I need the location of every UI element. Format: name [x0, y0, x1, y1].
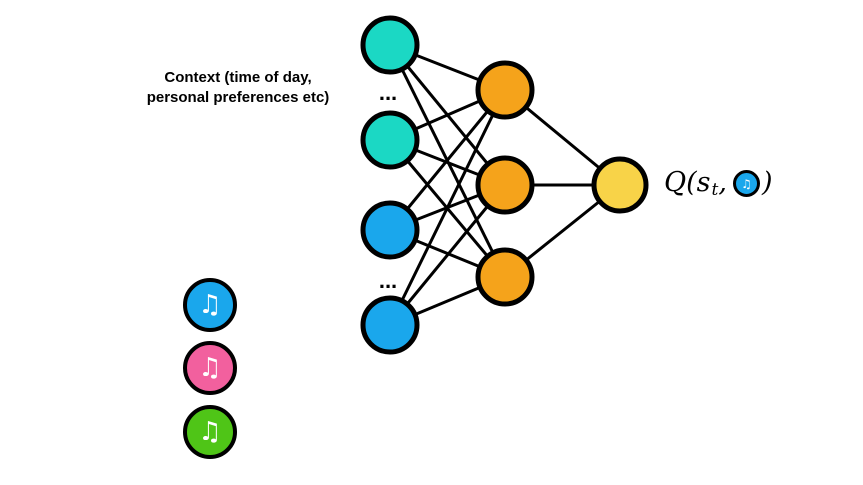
nodes-layer: [360, 15, 649, 355]
hidden-node-1: [475, 60, 535, 120]
music-note-glyph: ♫: [198, 290, 222, 320]
input-ellipsis-bottom: ...: [379, 268, 397, 293]
q-label-comma: ,: [718, 167, 727, 198]
music-note-icon-small: ♫: [732, 170, 760, 197]
q-value-label: Q(s t , ♫ ): [664, 167, 773, 200]
input-node-4: [360, 295, 420, 355]
input-node-2: [360, 110, 420, 170]
song-icon-green: ♫: [183, 405, 237, 459]
song-icon-blue: ♫: [183, 278, 237, 332]
edge: [388, 89, 507, 326]
ellipsis-layer: ... ...: [379, 80, 397, 293]
q-label-subscript: t: [711, 179, 719, 200]
song-icon-pink: ♫: [183, 341, 237, 395]
context-label-line1: Context (time of day,: [164, 69, 312, 86]
q-label-prefix: Q(s: [664, 167, 711, 198]
edge: [388, 89, 507, 231]
context-label: Context (time of day, personal preferenc…: [118, 68, 358, 108]
music-note-glyph: ♫: [198, 353, 222, 383]
hidden-node-3: [475, 247, 535, 307]
context-label-line2: personal preferences etc): [146, 89, 330, 106]
music-note-glyph: ♫: [741, 176, 752, 191]
q-label-close: ): [761, 167, 773, 198]
input-node-3: [360, 200, 420, 260]
output-node: [591, 156, 649, 214]
edge: [388, 184, 507, 326]
music-note-glyph: ♫: [198, 417, 222, 447]
input-node-1: [360, 15, 420, 75]
input-ellipsis-top: ...: [379, 80, 397, 105]
hidden-node-2: [475, 155, 535, 215]
